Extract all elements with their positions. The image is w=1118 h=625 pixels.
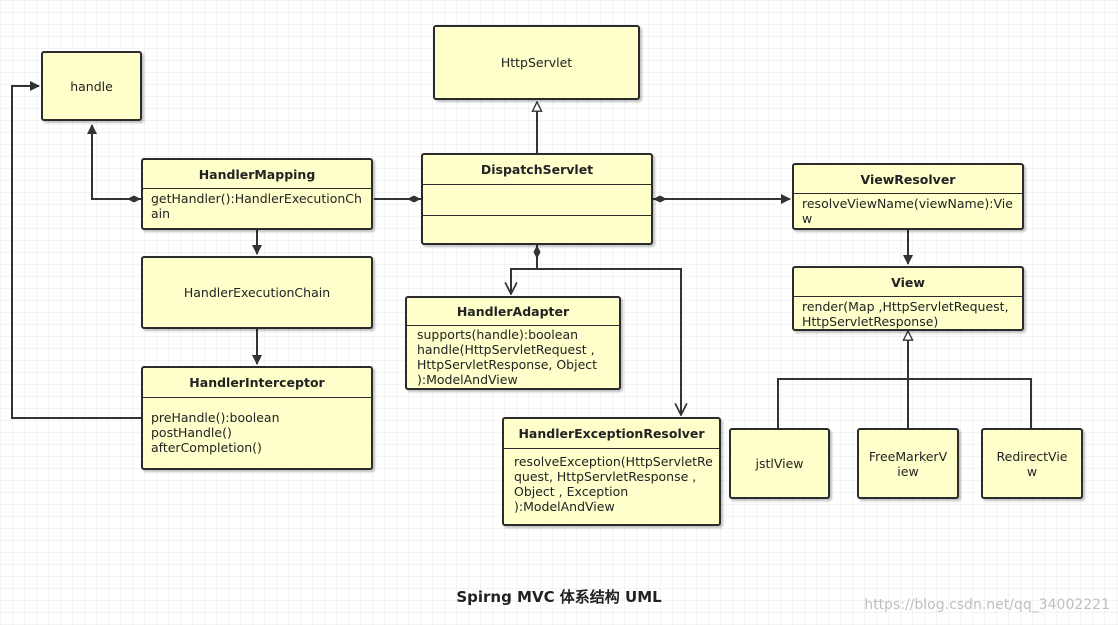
handler-execution-chain-node: HandlerExecutionChain (141, 256, 373, 329)
edge-interceptor-to-handle (11, 81, 141, 419)
handler-adapter-method: HttpServletResponse, Object (417, 357, 598, 372)
handler-interceptor-method: preHandle():boolean (151, 410, 280, 425)
edge-mapping-to-handle (87, 124, 141, 203)
handler-exception-resolver-method: quest, HttpServletResponse , (514, 469, 697, 484)
diagram-caption: Spirng MVC 体系结构 UML (456, 588, 662, 606)
view-class: View render(Map ,HttpServletRequest, Htt… (792, 266, 1024, 331)
handler-interceptor-class: HandlerInterceptor preHandle():boolean p… (141, 366, 373, 470)
view-resolver-method: w (802, 211, 813, 226)
handler-adapter-method: supports(handle):boolean (417, 327, 579, 342)
freemarker-view-label: iew (897, 463, 919, 479)
handler-adapter-title: HandlerAdapter (407, 298, 619, 326)
handler-exception-resolver-class: HandlerExceptionResolver resolveExceptio… (502, 417, 721, 526)
handler-adapter-class: HandlerAdapter supports(handle):boolean … (405, 296, 621, 390)
dispatch-servlet-attributes (423, 185, 651, 216)
handler-mapping-method: getHandler():HandlerExecutionCh (151, 191, 362, 206)
jstl-view-node: jstlView (729, 428, 830, 499)
handler-adapter-body: supports(handle):boolean handle(HttpServ… (407, 326, 619, 388)
http-servlet-label: HttpServlet (500, 55, 573, 70)
redirect-view-label: w (1026, 463, 1038, 479)
http-servlet-node: HttpServlet (433, 25, 640, 100)
dispatch-servlet-title: DispatchServlet (423, 155, 651, 185)
dispatch-servlet-operations (423, 216, 651, 244)
handler-exception-resolver-method: resolveException(HttpServletRe (514, 454, 713, 469)
handler-interceptor-title: HandlerInterceptor (143, 368, 371, 398)
view-title: View (794, 268, 1022, 297)
handler-exception-resolver-method: ):ModelAndView (514, 499, 615, 514)
handler-exception-resolver-title: HandlerExceptionResolver (504, 419, 719, 449)
handler-exception-resolver-method: Object , Exception (514, 484, 629, 499)
view-resolver-method: resolveViewName(viewName):Vie (802, 196, 1013, 211)
dispatch-servlet-class: DispatchServlet (421, 153, 653, 245)
view-body: render(Map ,HttpServletRequest, HttpServ… (794, 297, 1022, 331)
redirect-view-node: RedirectVie w (981, 428, 1083, 499)
edge-views-bus (777, 378, 1032, 428)
handler-exception-resolver-body: resolveException(HttpServletRe quest, Ht… (504, 449, 719, 519)
handler-interceptor-body: preHandle():boolean postHandle() afterCo… (143, 398, 371, 457)
view-method: render(Map ,HttpServletRequest, (802, 299, 1009, 314)
handler-adapter-method: handle(HttpServletRequest , (417, 342, 595, 357)
edge-dispatch-to-adapter (511, 245, 537, 294)
freemarker-view-label: FreeMarkerV (868, 448, 948, 464)
handle-label: handle (70, 78, 113, 94)
handler-mapping-class: HandlerMapping getHandler():HandlerExecu… (141, 158, 373, 230)
view-method: HttpServletResponse) (802, 314, 939, 329)
handler-mapping-title: HandlerMapping (143, 160, 371, 189)
handler-mapping-method: ain (151, 206, 171, 221)
handler-interceptor-method: afterCompletion() (151, 440, 262, 455)
view-resolver-title: ViewResolver (794, 165, 1022, 194)
handle-node: handle (41, 51, 142, 121)
freemarker-view-node: FreeMarkerV iew (857, 428, 959, 499)
jstl-view-label: jstlView (755, 456, 804, 471)
handler-mapping-body: getHandler():HandlerExecutionCh ain (143, 189, 371, 223)
source-watermark: https://blog.csdn.net/qq_34002221 (864, 597, 1110, 613)
view-resolver-class: ViewResolver resolveViewName(viewName):V… (792, 163, 1024, 230)
redirect-view-label: RedirectVie (996, 448, 1068, 464)
view-resolver-body: resolveViewName(viewName):Vie w (794, 194, 1022, 228)
handler-execution-chain-label: HandlerExecutionChain (183, 285, 331, 300)
handler-adapter-method: ):ModelAndView (417, 372, 518, 387)
handler-interceptor-method: postHandle() (151, 425, 232, 440)
edge-dispatch-to-exception-resolver (537, 268, 681, 415)
